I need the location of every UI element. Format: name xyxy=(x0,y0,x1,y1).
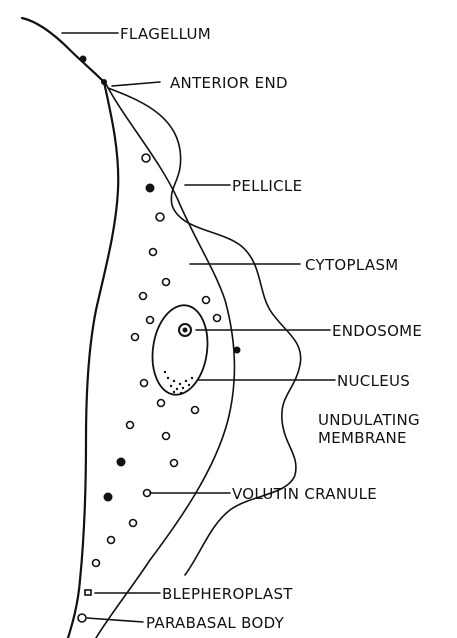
label-undulating: UNDULATING xyxy=(318,411,420,429)
label-parabasal-body: PARABASAL BODY xyxy=(146,614,285,632)
label-anterior-end: ANTERIOR END xyxy=(170,74,288,92)
flagellum xyxy=(22,18,104,82)
cell-body-outline xyxy=(68,82,118,638)
blepheroplast xyxy=(85,590,91,595)
parabasal-body xyxy=(78,614,86,622)
label-pellicle: PELLICLE xyxy=(232,177,302,195)
leader-lines xyxy=(62,33,335,622)
label-nucleus: NUCLEUS xyxy=(337,372,410,390)
label-volutin-granule: VOLUTIN CRANULE xyxy=(232,485,377,503)
label-endosome: ENDOSOME xyxy=(332,322,422,340)
flagellum-basal-dot xyxy=(80,56,87,63)
endosome-core xyxy=(183,328,188,333)
label-membrane: MEMBRANE xyxy=(318,429,407,447)
label-flagellum: FLAGELLUM xyxy=(120,25,211,43)
label-blepheroplast: BLEPHEROPLAST xyxy=(162,585,293,603)
label-cytoplasm: CYTOPLASM xyxy=(305,256,399,274)
pellicle-line xyxy=(96,84,234,638)
